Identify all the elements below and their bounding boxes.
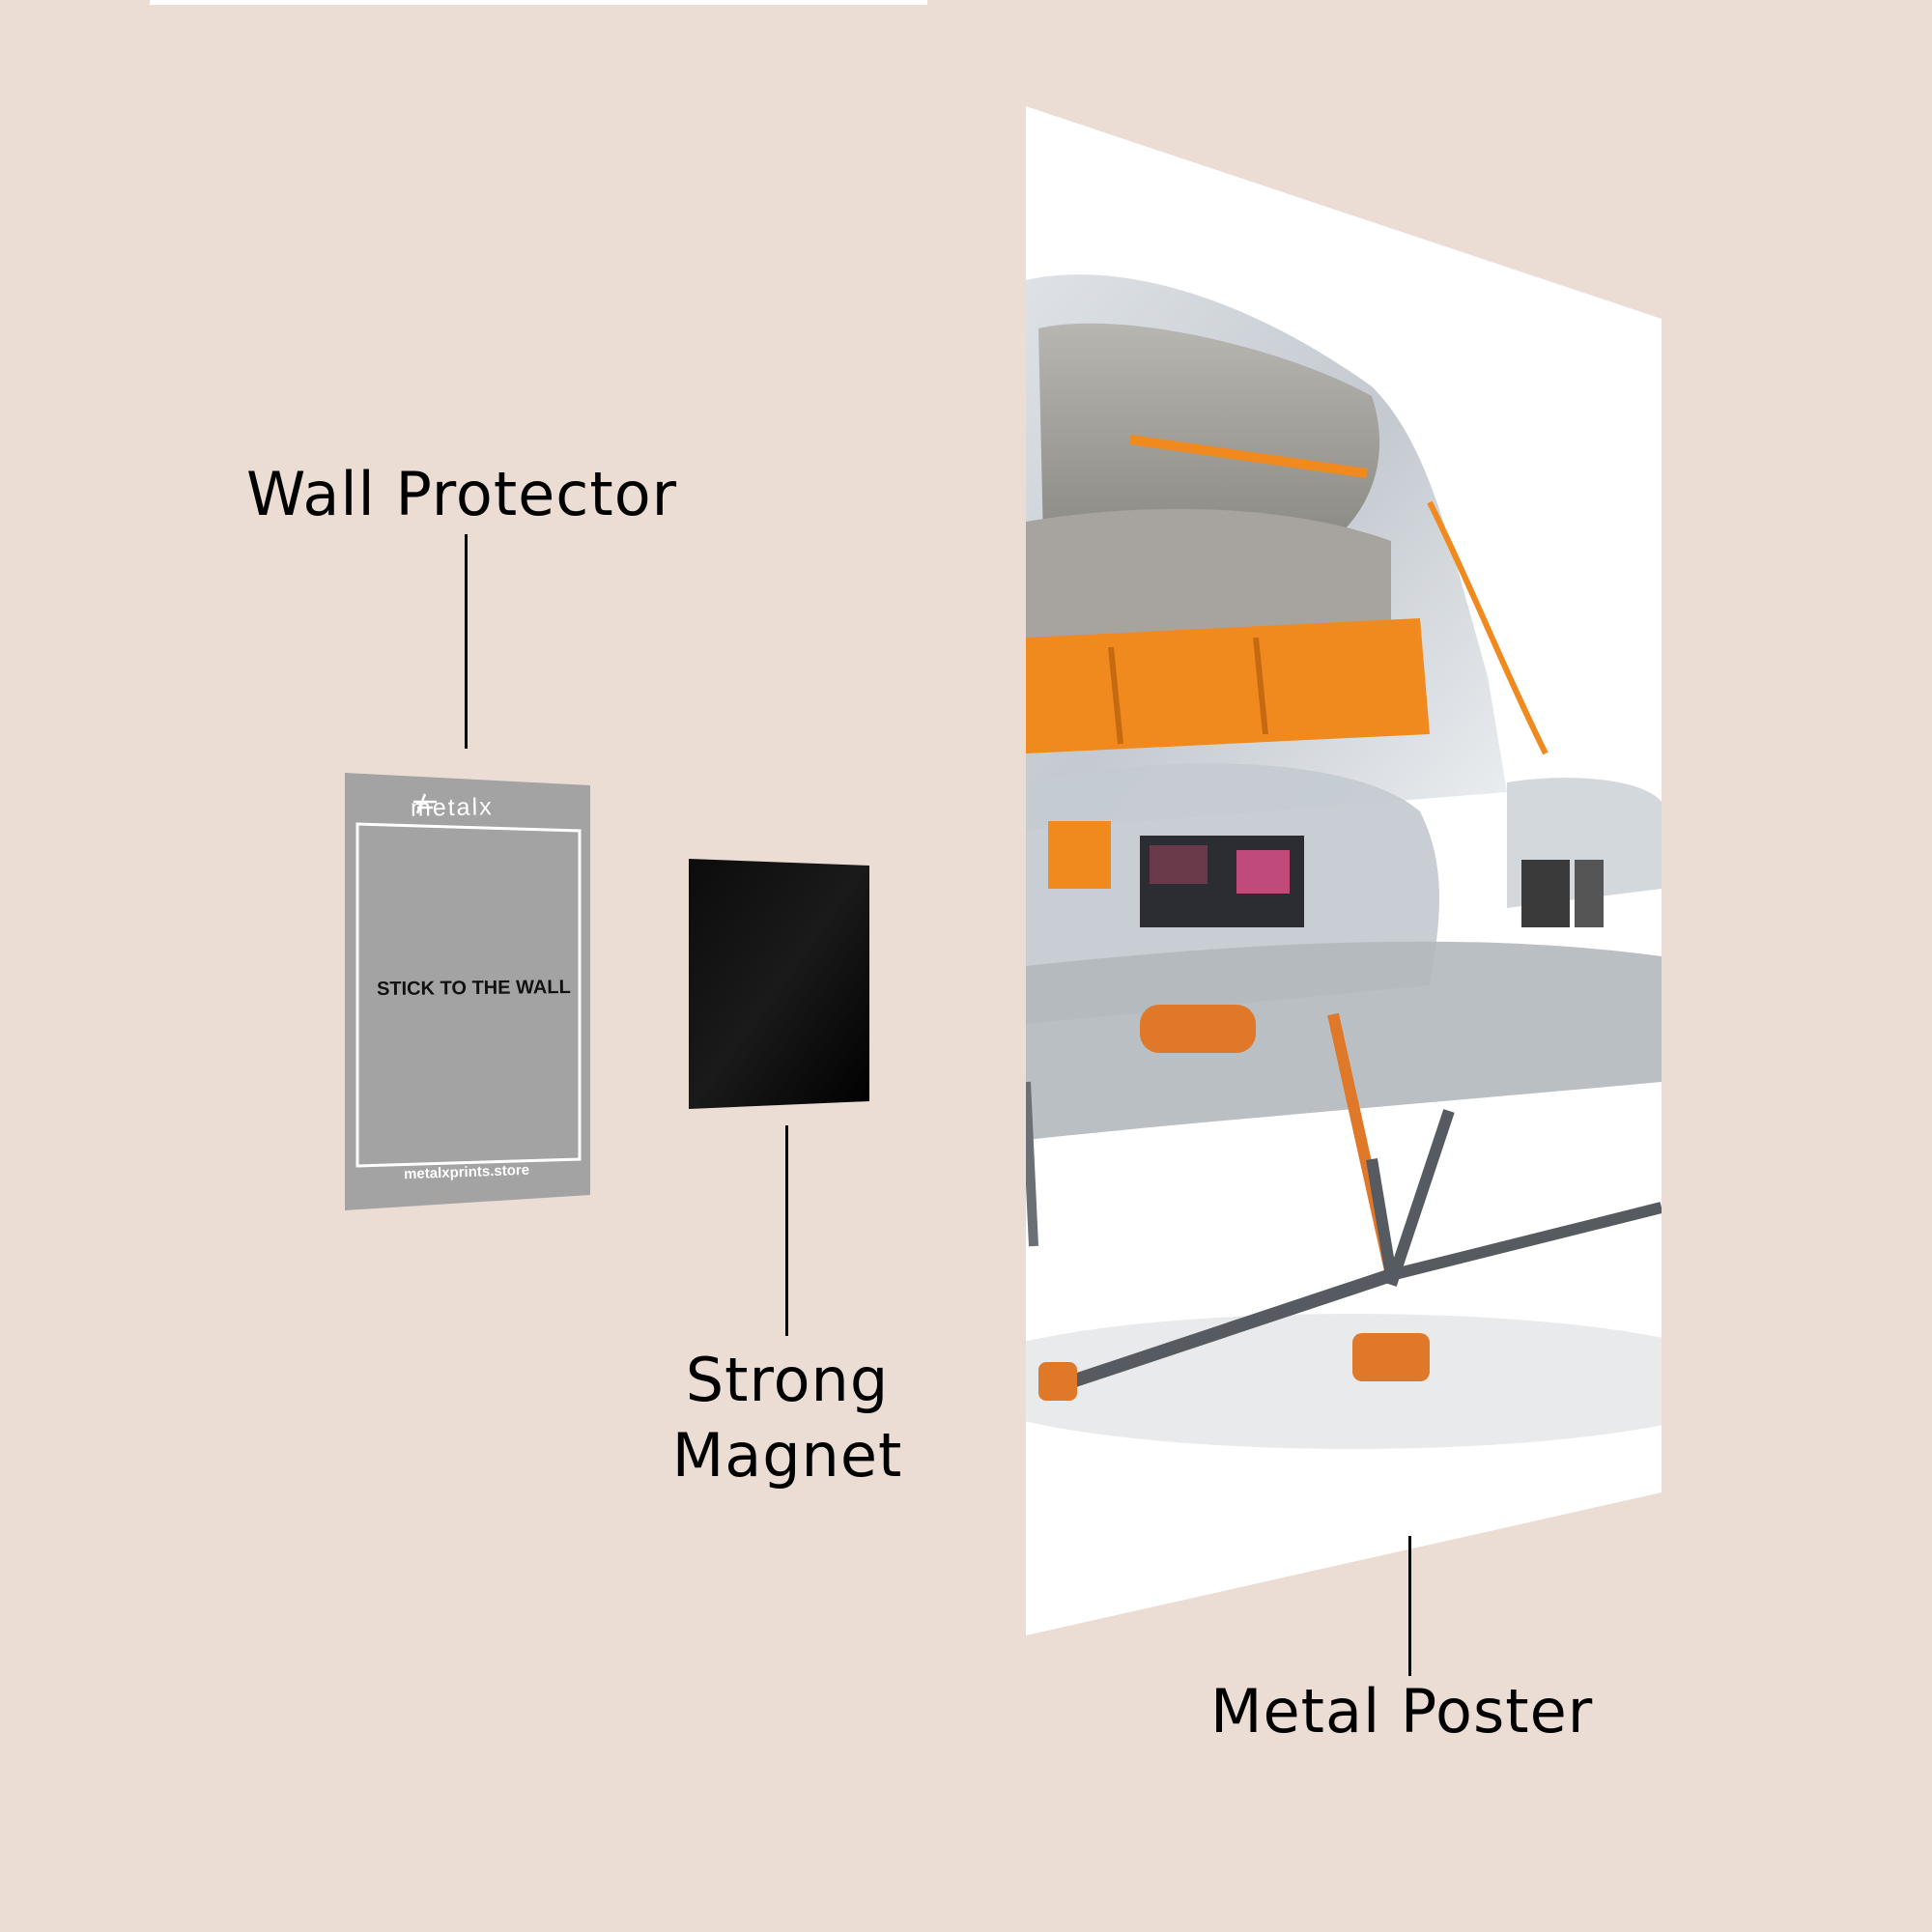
label-wall-protector: Wall Protector [246, 459, 678, 529]
top-edge-strip [150, 0, 927, 5]
wall-protector-frame [355, 822, 582, 1168]
label-metal-poster: Metal Poster [1210, 1676, 1594, 1747]
label-strong-magnet: Strong Magnet [671, 1345, 903, 1491]
leader-line-wall-protector [465, 534, 468, 749]
leader-line-metal-poster [1408, 1536, 1411, 1676]
wall-protector-plate [345, 773, 590, 1210]
metalx-logo-icon [413, 793, 437, 814]
magnet-plate [689, 859, 869, 1109]
leader-line-strong-magnet [785, 1125, 788, 1336]
poster-artwork [1026, 274, 1662, 1449]
